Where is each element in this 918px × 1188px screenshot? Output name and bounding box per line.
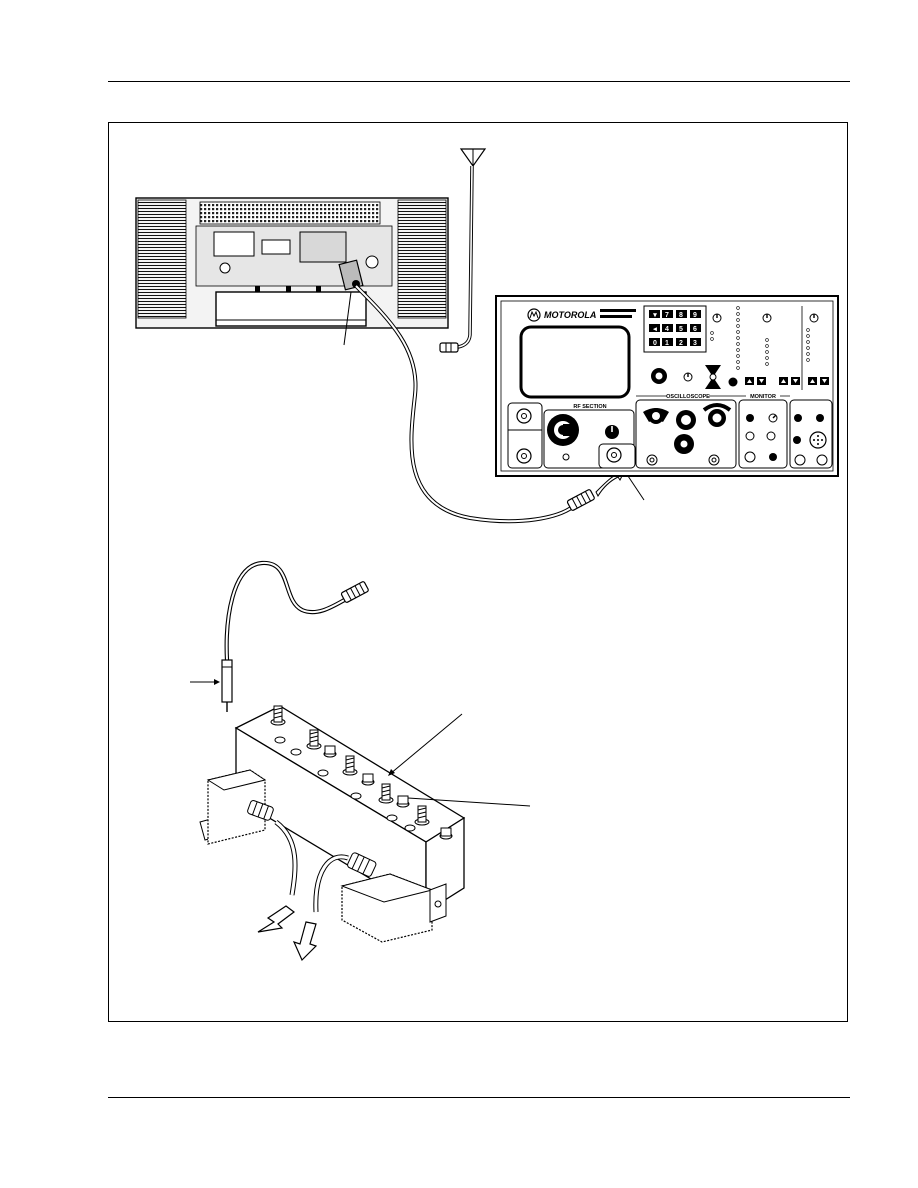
arrow-icon <box>292 921 318 962</box>
leader-line <box>407 797 531 807</box>
footer-rule <box>108 1097 850 1098</box>
monitor-label: MONITOR <box>750 394 776 400</box>
radio-chassis <box>135 197 449 329</box>
leader-line <box>343 291 352 346</box>
svg-text:0: 0 <box>653 340 657 347</box>
arrow-icon <box>257 905 295 933</box>
svg-text:8: 8 <box>679 312 683 319</box>
oscilloscope-label: OSCILLOSCOPE <box>666 394 710 400</box>
svg-text:9: 9 <box>693 312 697 319</box>
header-rule <box>108 81 850 82</box>
rf-probe-icon <box>221 560 369 712</box>
svg-text:4: 4 <box>665 326 669 333</box>
svg-text:6: 6 <box>693 326 697 333</box>
svg-text:2: 2 <box>679 340 683 347</box>
keypad: ▾ 7 8 9 ◂ 4 5 6 0 1 2 3 <box>643 305 707 353</box>
filter-assembly-icon <box>199 705 466 943</box>
svg-text:◂: ◂ <box>652 326 657 333</box>
figure-frame <box>108 122 848 1022</box>
svg-text:5: 5 <box>679 326 683 333</box>
coax-cable <box>354 284 595 524</box>
leader-line <box>389 713 463 775</box>
svg-text:3: 3 <box>693 340 697 347</box>
svg-text:7: 7 <box>665 312 669 319</box>
communications-analyzer: MOTOROLA ▾ 7 8 9 ◂ 4 5 6 0 1 2 3 <box>495 295 839 477</box>
terminal-studs <box>270 705 453 840</box>
svg-text:1: 1 <box>665 340 669 347</box>
svg-text:▾: ▾ <box>652 312 657 319</box>
brand-label: MOTOROLA <box>544 310 596 320</box>
rf-section-label: RF SECTION <box>573 404 606 410</box>
antenna-icon <box>439 148 487 353</box>
